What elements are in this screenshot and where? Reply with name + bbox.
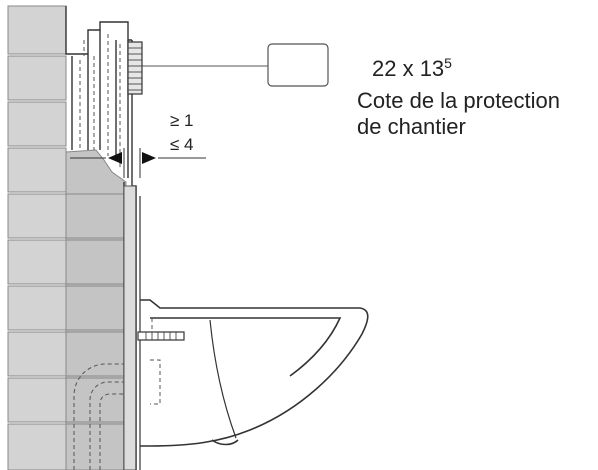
- callout-box: [267, 43, 329, 87]
- gap-min-label: ≥ 1: [170, 111, 194, 130]
- wall-tile: [65, 423, 125, 470]
- gap-dimension: [70, 148, 206, 178]
- hidden-contours: [79, 34, 121, 170]
- wall-finish: [123, 185, 141, 470]
- wall-tile: [65, 239, 125, 285]
- tile-wall: [7, 5, 127, 470]
- wall-tile: [7, 55, 67, 101]
- wall-tile: [7, 239, 67, 285]
- wall-hung-toilet: [140, 299, 369, 447]
- wall-tile: [7, 423, 67, 470]
- caption-line-1: Cote de la protection: [357, 88, 560, 113]
- caption-line-2: de chantier: [357, 114, 466, 139]
- wall-tile: [65, 193, 125, 239]
- arrow-left-icon: [142, 152, 156, 164]
- wall-tile: [65, 285, 125, 331]
- wall-tile: [65, 377, 125, 423]
- callout: [142, 43, 329, 87]
- fixing-bolt: [137, 331, 185, 341]
- arrow-right-icon: [108, 152, 122, 164]
- waste-pipe: [73, 318, 161, 470]
- wall-tile: [7, 5, 67, 55]
- wall-tile: [65, 331, 125, 377]
- dimension-label: 22 x 135: [372, 55, 452, 81]
- dimension-superscript: 5: [444, 55, 452, 71]
- site-protection-cap: [127, 41, 143, 95]
- wall-tile: [7, 331, 67, 377]
- dimension-main: 22 x 13: [372, 56, 444, 81]
- wall-tile: [7, 377, 67, 423]
- wall-tile: [7, 101, 67, 147]
- wall-tile: [7, 147, 67, 193]
- wall-tile: [7, 285, 67, 331]
- wall-tile: [7, 193, 67, 239]
- gap-max-label: ≤ 4: [170, 135, 194, 154]
